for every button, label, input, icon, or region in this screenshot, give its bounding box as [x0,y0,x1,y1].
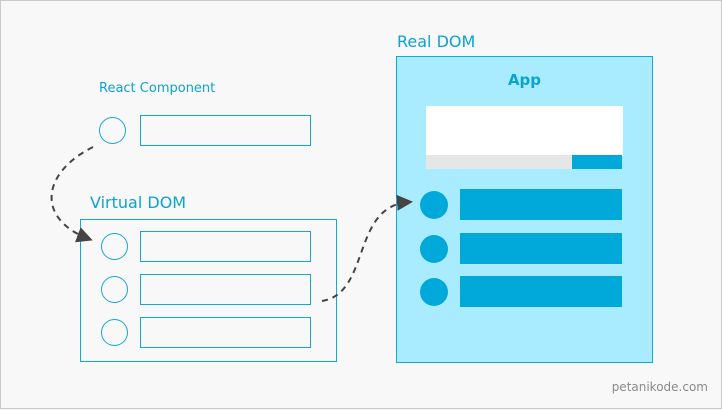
app-progress-fill [572,155,622,169]
real-dom-node-circle [420,191,448,219]
watermark: petanikode.com [611,380,708,394]
arrow-virtual-to-real [321,194,413,302]
real-dom-node-circle [420,235,448,263]
app-progress-track [426,155,572,169]
app-content-panel [426,106,623,156]
react-component-node-circle [99,117,126,144]
virtual-dom-node-circle [101,276,128,303]
react-component-label: React Component [99,81,216,96]
virtual-dom-label: Virtual DOM [90,193,187,212]
virtual-dom-node-circle [101,319,128,346]
real-dom-node-bar [460,233,622,264]
real-dom-box: App [396,56,653,363]
virtual-dom-node-bar [140,274,311,305]
virtual-dom-node-circle [101,233,128,260]
virtual-dom-box [80,219,337,362]
real-dom-node-bar [460,276,622,307]
real-dom-label: Real DOM [397,32,476,51]
virtual-dom-node-bar [140,317,311,348]
arrow-react-to-virtual [50,146,94,243]
react-component-node-bar [140,115,311,146]
real-dom-node-circle [420,278,448,306]
real-dom-node-bar [460,189,622,220]
virtual-dom-node-bar [140,231,311,262]
app-title: App [507,71,542,89]
